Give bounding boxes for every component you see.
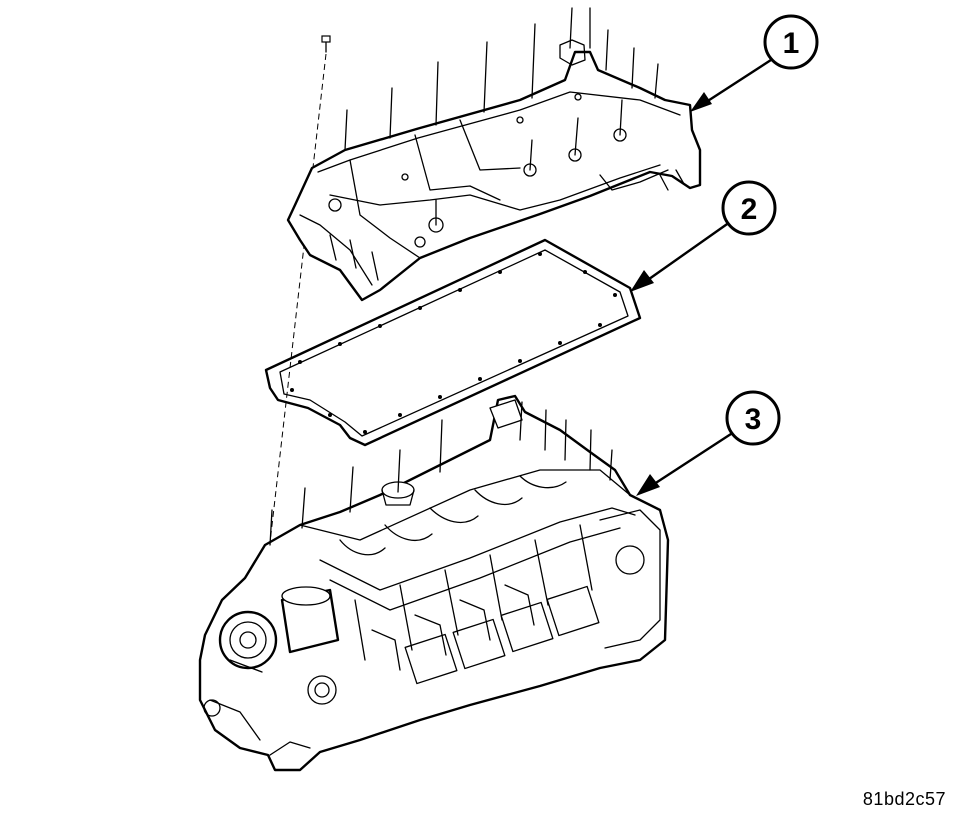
alignment-bolt [267,35,331,561]
part-1-cover [286,7,702,302]
callout-2: 2 [630,180,777,292]
callout-1: 1 [690,14,819,112]
callout-1-label: 1 [783,27,800,60]
callout-3: 3 [636,390,781,496]
part-3-engine-block [198,394,670,772]
figure-code: 81bd2c57 [862,789,946,809]
callout-2-label: 2 [741,193,758,226]
part-2-gasket [264,238,642,447]
callout-3-label: 3 [745,403,762,436]
